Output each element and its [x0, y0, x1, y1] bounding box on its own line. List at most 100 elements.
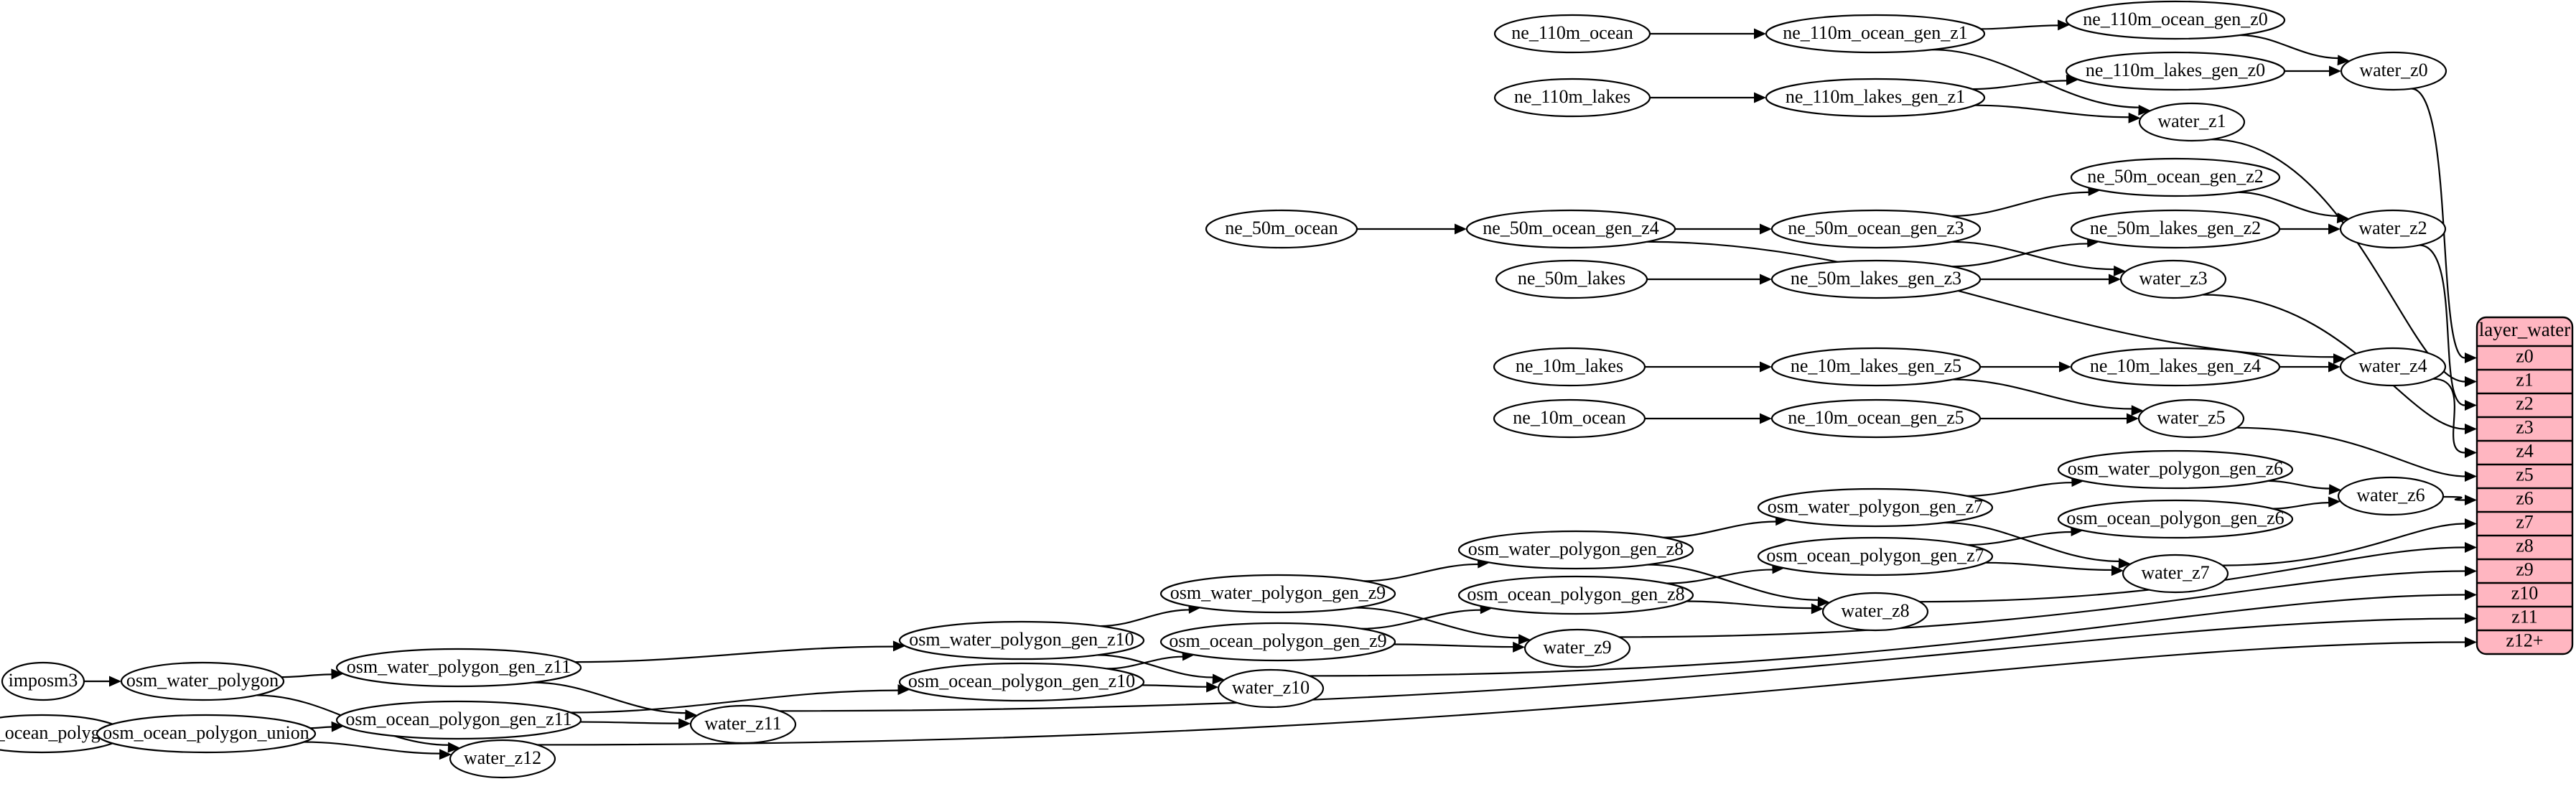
node-label: ne_110m_lakes_gen_z0	[2086, 60, 2265, 80]
graph-node-ne_110m_ocean_gen_z1[interactable]: ne_110m_ocean_gen_z1	[1765, 14, 1986, 54]
edge-arrowhead	[109, 676, 121, 687]
graph-node-osm_water_polygon_gen_z10[interactable]: osm_water_polygon_gen_z10	[898, 620, 1145, 660]
graph-node-osm_ocean_polygon_gen_z9[interactable]: osm_ocean_polygon_gen_z9	[1159, 622, 1396, 662]
graph-node-ne_110m_ocean_gen_z0[interactable]: ne_110m_ocean_gen_z0	[2065, 0, 2286, 40]
node-ellipse	[2337, 476, 2445, 516]
legend-row-z0[interactable]: z0	[2516, 345, 2534, 366]
edge-arrowhead	[2337, 55, 2350, 66]
graph-node-water_z8[interactable]: water_z8	[1821, 592, 1929, 632]
graph-node-ne_10m_ocean[interactable]: ne_10m_ocean	[1493, 398, 1646, 439]
edge-arrowhead	[2465, 400, 2477, 411]
graph-node-water_z11[interactable]: water_z11	[689, 704, 797, 744]
graph-node-water_z6[interactable]: water_z6	[2337, 476, 2445, 516]
graph-node-osm_ocean_polygon_gen_z7[interactable]: osm_ocean_polygon_gen_z7	[1757, 536, 1994, 576]
edge-arrowhead	[1760, 223, 1772, 235]
legend-row-z1[interactable]: z1	[2516, 369, 2534, 390]
graph-edge	[1647, 564, 1819, 601]
graph-edge	[1363, 563, 1479, 582]
graph-node-ne_50m_ocean_gen_z2[interactable]: ne_50m_ocean_gen_z2	[2070, 157, 2281, 197]
graph-node-water_z5[interactable]: water_z5	[2137, 398, 2245, 439]
edge-arrowhead	[2465, 495, 2477, 505]
node-label: water_z4	[2358, 355, 2427, 376]
graph-node-osm_ocean_polygon_gen_z6[interactable]: osm_ocean_polygon_gen_z6	[2057, 499, 2294, 539]
node-ellipse	[1523, 628, 1631, 668]
graph-node-ne_110m_lakes_gen_z1[interactable]: ne_110m_lakes_gen_z1	[1765, 78, 1986, 118]
edge-arrowhead	[2118, 558, 2131, 569]
node-label: ne_50m_ocean_gen_z3	[1788, 218, 1964, 238]
graph-node-osm_water_polygon_gen_z9[interactable]: osm_water_polygon_gen_z9	[1159, 574, 1396, 614]
legend-row-z11[interactable]: z11	[2511, 606, 2538, 627]
graph-node-ne_50m_ocean_gen_z3[interactable]: ne_50m_ocean_gen_z3	[1770, 209, 1982, 249]
legend-row-z4[interactable]: z4	[2516, 440, 2534, 461]
graph-node-osm_ocean_polygon[interactable]: osm_ocean_polygon	[0, 714, 126, 754]
graph-node-water_z9[interactable]: water_z9	[1523, 628, 1631, 668]
graph-node-ne_50m_lakes[interactable]: ne_50m_lakes	[1495, 259, 1648, 299]
node-ellipse	[1493, 14, 1651, 54]
graph-node-ne_10m_lakes[interactable]: ne_10m_lakes	[1493, 347, 1646, 387]
graph-node-ne_50m_lakes_gen_z2[interactable]: ne_50m_lakes_gen_z2	[2070, 209, 2281, 249]
legend-row-z8[interactable]: z8	[2516, 535, 2534, 556]
node-label: osm_ocean_polygon_gen_z7	[1766, 545, 1984, 566]
legend-row-z2[interactable]: z2	[2516, 393, 2534, 414]
node-label: osm_water_polygon_gen_z10	[909, 629, 1134, 650]
node-label: osm_water_polygon_gen_z7	[1768, 496, 1983, 517]
graph-node-water_z0[interactable]: water_z0	[2340, 51, 2447, 91]
graph-node-osm_ocean_polygon_union[interactable]: osm_ocean_polygon_union	[95, 714, 317, 754]
graph-node-ne_110m_lakes_gen_z0[interactable]: ne_110m_lakes_gen_z0	[2065, 51, 2286, 91]
graph-node-water_z12[interactable]: water_z12	[449, 739, 556, 779]
legend-row-z3[interactable]: z3	[2516, 416, 2534, 437]
graph-node-osm_water_polygon_gen_z6[interactable]: osm_water_polygon_gen_z6	[2057, 449, 2294, 490]
node-ellipse	[2057, 499, 2294, 539]
legend-row-z5[interactable]: z5	[2516, 464, 2534, 485]
graph-edge	[304, 741, 441, 755]
node-ellipse	[2057, 449, 2294, 490]
node-label: ne_50m_ocean_gen_z2	[2087, 166, 2263, 187]
graph-node-water_z1[interactable]: water_z1	[2138, 102, 2246, 142]
graph-node-ne_10m_lakes_gen_z5[interactable]: ne_10m_lakes_gen_z5	[1770, 347, 1982, 387]
edge-arrowhead	[2111, 565, 2124, 576]
graph-node-osm_ocean_polygon_gen_z11[interactable]: osm_ocean_polygon_gen_z11	[335, 700, 582, 740]
edge-arrowhead	[2328, 496, 2341, 508]
graph-node-ne_50m_ocean_gen_z4[interactable]: ne_50m_ocean_gen_z4	[1465, 209, 1676, 249]
graph-node-water_z7[interactable]: water_z7	[2122, 554, 2229, 594]
graph-node-ne_10m_ocean_gen_z5[interactable]: ne_10m_ocean_gen_z5	[1770, 398, 1982, 439]
node-label: water_z6	[2356, 485, 2425, 505]
graph-edge	[1974, 104, 2129, 118]
edge-arrowhead	[2059, 361, 2071, 373]
edge-arrowhead	[2138, 104, 2151, 116]
node-label: osm_ocean_polygon_gen_z8	[1467, 584, 1684, 604]
graph-node-water_z4[interactable]: water_z4	[2339, 347, 2447, 387]
graph-node-water_z3[interactable]: water_z3	[2119, 259, 2227, 299]
graph-node-osm_water_polygon_gen_z7[interactable]: osm_water_polygon_gen_z7	[1757, 487, 1994, 528]
legend-row-z10[interactable]: z10	[2511, 582, 2539, 603]
graph-node-imposm3[interactable]: imposm3	[1, 661, 85, 701]
node-ellipse	[1493, 398, 1646, 439]
graph-edge	[1967, 531, 2072, 546]
legend-edge	[2419, 244, 2465, 406]
node-label: osm_ocean_polygon_gen_z9	[1169, 630, 1386, 651]
graph-node-osm_ocean_polygon_gen_z10[interactable]: osm_ocean_polygon_gen_z10	[898, 662, 1145, 702]
node-ellipse	[1757, 487, 1994, 528]
legend-row-z6[interactable]: z6	[2516, 487, 2534, 508]
edge-arrowhead	[331, 668, 344, 680]
graph-node-osm_water_polygon_gen_z8[interactable]: osm_water_polygon_gen_z8	[1457, 530, 1694, 570]
edge-arrowhead	[2465, 589, 2477, 600]
graph-node-ne_110m_lakes[interactable]: ne_110m_lakes	[1493, 78, 1651, 118]
graph-node-ne_110m_ocean[interactable]: ne_110m_ocean	[1493, 14, 1651, 54]
legend-row-z9[interactable]: z9	[2516, 559, 2534, 579]
graph-node-water_z10[interactable]: water_z10	[1217, 668, 1325, 709]
edge-arrowhead	[892, 640, 905, 652]
node-ellipse	[1159, 574, 1396, 614]
legend-row-z7[interactable]: z7	[2516, 511, 2534, 532]
graph-node-osm_ocean_polygon_gen_z8[interactable]: osm_ocean_polygon_gen_z8	[1457, 575, 1694, 615]
graph-node-osm_water_polygon_gen_z11[interactable]: osm_water_polygon_gen_z11	[335, 648, 582, 688]
graph-node-water_z2[interactable]: water_z2	[2339, 209, 2447, 249]
graph-node-ne_50m_lakes_gen_z3[interactable]: ne_50m_lakes_gen_z3	[1770, 259, 1982, 299]
edge-arrowhead	[1817, 596, 1830, 607]
legend-row-z12+[interactable]: z12+	[2506, 630, 2543, 650]
graph-node-ne_10m_lakes_gen_z4[interactable]: ne_10m_lakes_gen_z4	[2070, 347, 2281, 387]
node-ellipse	[1770, 347, 1982, 387]
node-ellipse	[689, 704, 797, 744]
graph-node-osm_water_polygon[interactable]: osm_water_polygon	[120, 661, 285, 701]
graph-node-ne_50m_ocean[interactable]: ne_50m_ocean	[1205, 209, 1358, 249]
